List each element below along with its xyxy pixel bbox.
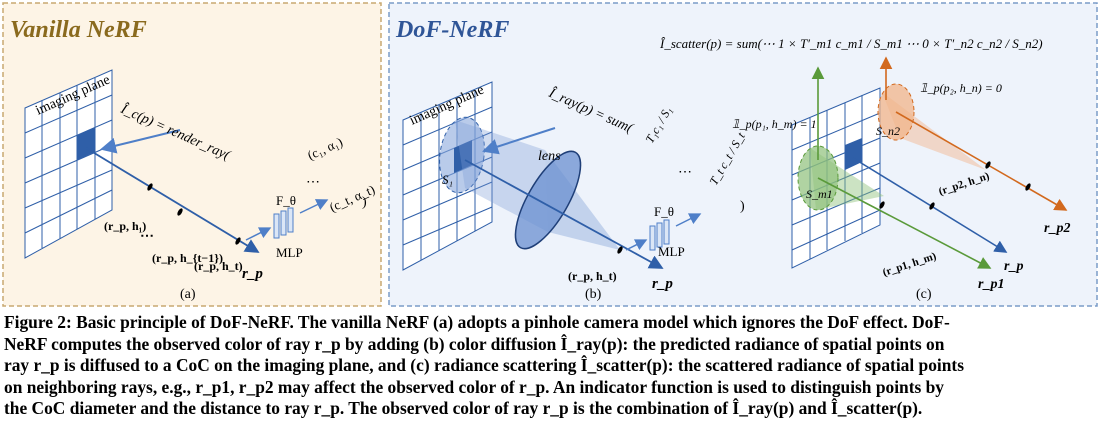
ray-eq-arrow <box>482 127 556 155</box>
indicator-1: 𝟙_p(p₁, h_m) = 1 <box>732 117 817 131</box>
lens-shape <box>514 150 582 250</box>
panel-c: Î_scatter(p) = sum(⋯ 1 × T′_m1 c_m1 / S_… <box>659 36 1070 302</box>
s1-label: S₁ <box>442 172 453 187</box>
mlp-block-b <box>649 219 670 251</box>
sm1-label: S_m1 <box>806 187 833 201</box>
sub-label-a: (a) <box>180 287 196 302</box>
sample-point-m <box>879 201 885 209</box>
figure-diagram: Vanilla NeRF imaging plane Î_c(p) = rend… <box>2 2 1098 307</box>
close-paren-a: ) <box>362 195 367 210</box>
sample-point-n <box>985 161 991 169</box>
scatter-eq: Î_scatter(p) = sum(⋯ 1 × T′_m1 c_m1 / S_… <box>659 36 1043 51</box>
figure-caption: Figure 2: Basic principle of DoF-NeRF. T… <box>4 312 1098 420</box>
point-t-b: (r_p, h_t) <box>568 269 617 283</box>
close-paren-b: ) <box>740 199 745 214</box>
ray-p2-label-c: r_p2 <box>1044 221 1070 236</box>
ray-label-b: r_p <box>652 276 673 292</box>
sample-point-b <box>617 246 623 254</box>
imaging-plane-grid <box>24 69 113 259</box>
sub-label-c: (c) <box>916 287 932 302</box>
mlp-label-b: MLP <box>658 244 685 259</box>
indicator-2: 𝟙_p(p₂, h_n) = 0 <box>920 81 1002 95</box>
sample-point-p <box>929 202 935 210</box>
point-t: (r_p, h_t) <box>194 259 243 273</box>
panel-a-title: Vanilla NeRF <box>10 17 147 43</box>
panel-bc-title: DoF-NeRF <box>395 17 509 43</box>
sample-point-3 <box>235 237 241 245</box>
caption-line-3: ray r_p is diffused to a CoC on the imag… <box>4 355 964 376</box>
mlp-in-arrow <box>245 227 272 241</box>
caption-line-5: the CoC diameter and the distance to ray… <box>4 398 923 419</box>
point-1: (r_p, h₁) <box>104 219 146 233</box>
caption-line-1: Figure 2: Basic principle of DoF-NeRF. T… <box>4 312 950 332</box>
point-dots: ⋯ <box>140 229 154 244</box>
render-arrow <box>100 129 181 154</box>
ray-line-b <box>464 159 664 269</box>
caption-line-4: on neighboring rays, e.g., r_p1, r_p2 ma… <box>4 376 944 397</box>
pixel-highlight-c <box>845 138 862 170</box>
panel-a: Vanilla NeRF imaging plane Î_c(p) = rend… <box>2 2 382 307</box>
f-theta-a: F_θ <box>276 193 296 208</box>
mlp-in-arrow-b <box>625 239 648 251</box>
mlp-out-arrow <box>299 199 329 214</box>
caption-line-2: NeRF computes the observed color of ray … <box>4 333 945 354</box>
lens-label: lens <box>538 149 561 164</box>
ray-p1-label-c: r_p1 <box>978 277 1004 292</box>
dots-b: ⋯ <box>678 165 692 180</box>
ray-p1-c <box>817 177 992 269</box>
pixel-highlight-b <box>454 140 472 173</box>
sample-point-1 <box>147 183 153 191</box>
ray-label-a: r_p <box>242 266 263 282</box>
ray-p-label-c: r_p <box>1004 259 1023 274</box>
sn2-label: S_n2 <box>876 124 900 138</box>
panel-bc: DoF-NeRF imaging plane S₁ lens <box>388 2 1098 307</box>
tuple-dots: ⋯ <box>306 175 320 190</box>
mlp-label-a: MLP <box>276 245 303 260</box>
ray-p-c <box>852 157 1008 253</box>
sample-point-n2 <box>1025 183 1031 191</box>
panel-bc-frame <box>388 2 1098 307</box>
sub-label-b: (b) <box>585 287 602 302</box>
mlp-out-arrow-b <box>675 213 702 227</box>
ray-p2-c <box>895 111 1068 211</box>
ray-line <box>85 147 260 253</box>
mlp-block-a <box>273 207 294 239</box>
sample-point-2 <box>177 208 183 216</box>
f-theta-b: F_θ <box>654 204 674 219</box>
point-t1: (r_p, h_{t−1}) <box>152 251 223 265</box>
